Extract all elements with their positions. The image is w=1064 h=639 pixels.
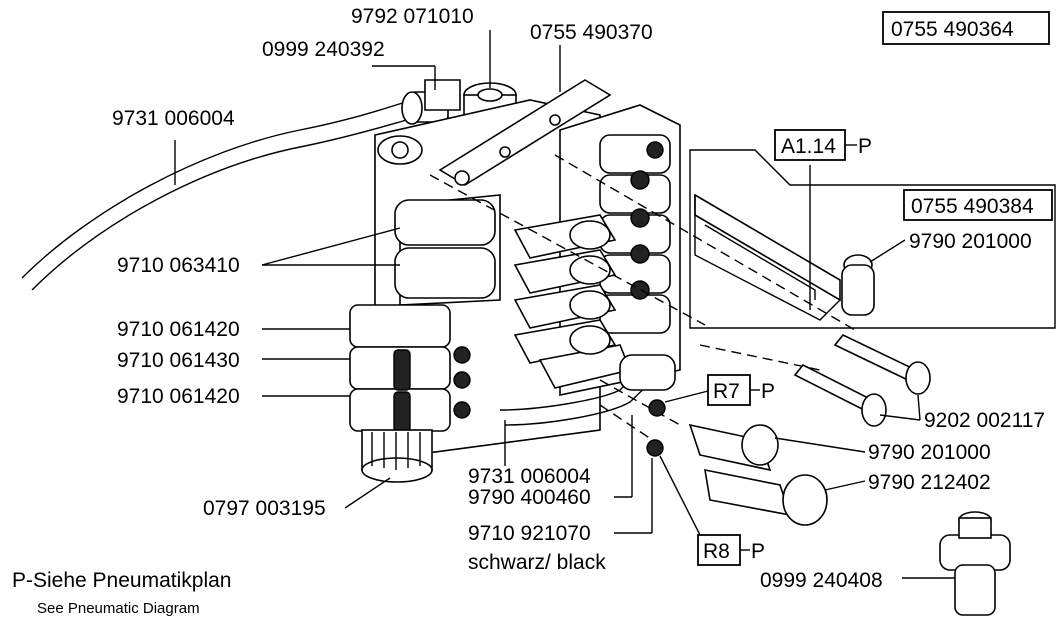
bottom-fittings: [646, 399, 828, 526]
top-fittings: [401, 79, 517, 125]
tag-a114: A1.14: [781, 135, 836, 158]
tag-r7-suffix: P: [761, 380, 775, 403]
label-hose-lower: 9731 006004: [468, 465, 591, 488]
tee-fitting: [939, 511, 1011, 616]
label-hose-upper: 9731 006004: [112, 107, 235, 130]
label-block-top: 9792 071010: [351, 5, 474, 28]
label-rail: 0755 490370: [530, 21, 653, 44]
tag-r8-suffix: P: [751, 540, 765, 563]
label-valve-3: 9710 061420: [117, 385, 240, 408]
valve-bodies: [349, 194, 501, 433]
hose-upper: [21, 99, 415, 291]
label-screw: 9202 002117: [924, 409, 1045, 432]
ref-assembly: 0755 490384: [911, 195, 1034, 218]
silencer: [361, 429, 433, 483]
label-tee: 0999 240408: [760, 569, 883, 592]
tag-a114-suffix: P: [858, 135, 872, 158]
label-elbow-small: 9790 201000: [909, 230, 1032, 253]
label-valve-1: 9710 061420: [117, 318, 240, 341]
label-elbow-right: 9790 201000: [868, 441, 991, 464]
label-cap: 9710 921070: [468, 522, 591, 545]
tag-r7: R7: [713, 380, 740, 403]
rail: [438, 79, 612, 186]
detail-box: [689, 149, 1056, 329]
label-valve-2: 9710 061430: [117, 349, 240, 372]
leader-lines: [174, 30, 955, 579]
label-silencer: 0797 003195: [203, 497, 326, 520]
part-labels: 9792 071010 0999 240392 0755 490370 9731…: [12, 5, 1045, 617]
screws: [793, 334, 931, 427]
legend-de: P-Siehe Pneumatikplan: [12, 569, 231, 592]
ref-top-right: 0755 490364: [891, 18, 1014, 41]
elbow-fittings: [513, 214, 632, 389]
tag-r8: R8: [703, 540, 730, 563]
label-valve-pair: 9710 063410: [117, 254, 240, 277]
label-plug: 9790 400460: [468, 486, 591, 509]
boxed-references: 0755 490364 0755 490384 A1.14 P R7 P R8 …: [697, 11, 1053, 566]
label-reducer: 9790 212402: [868, 471, 991, 494]
label-cap-note: schwarz/ black: [468, 551, 606, 574]
label-fitting-top: 0999 240392: [262, 38, 385, 61]
hose-lower: [499, 354, 676, 426]
legend-en: See Pneumatic Diagram: [37, 600, 200, 617]
assembly-lines: [429, 154, 856, 446]
